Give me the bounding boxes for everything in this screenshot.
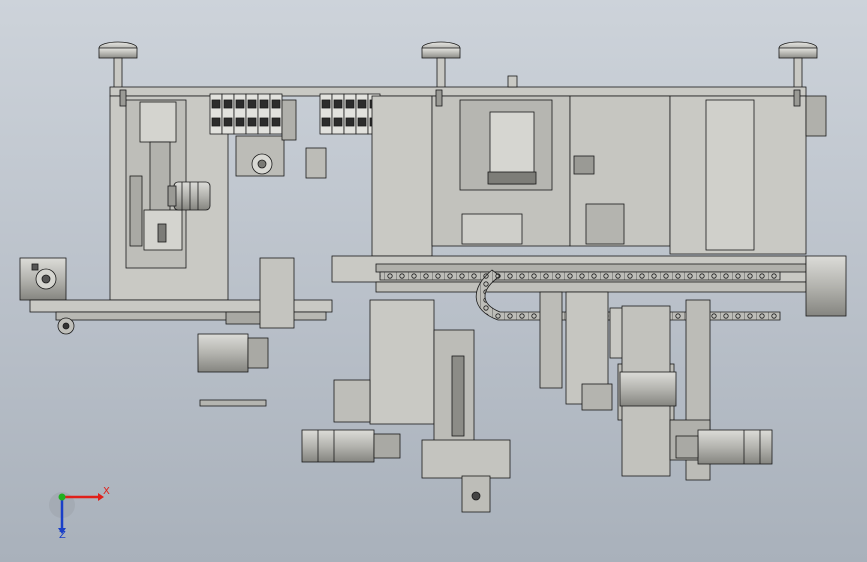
cable-drag-chain: [379, 269, 781, 321]
right-frame-assembly: [669, 95, 827, 255]
small-bracket-lower-left: [199, 257, 371, 423]
terminal-block-group-left: [209, 93, 283, 135]
lower-central-column: [369, 299, 511, 513]
leveling-foot-right: [778, 41, 818, 89]
pulley-mechanism-upper: [235, 99, 327, 179]
servo-motor-bottom-right: [675, 429, 773, 465]
gear-motor-left: [167, 181, 211, 211]
servo-motor-bottom-left: [301, 429, 401, 463]
axis-z-label: Z: [59, 530, 66, 541]
top-knob-stub: [507, 75, 518, 88]
leveling-foot-middle: [421, 41, 461, 89]
terminal-block-group-right: [319, 93, 381, 135]
vertical-support-rods: [119, 89, 801, 107]
leveling-foot-left: [98, 41, 138, 89]
stepper-motor-lower-left: [197, 333, 269, 373]
axis-x-label: X: [103, 486, 110, 497]
stepper-motor-middle-right: [619, 371, 677, 407]
axis-triad: [49, 492, 104, 534]
central-housing: [371, 95, 671, 257]
stepper-motor-left-side: [19, 257, 67, 301]
